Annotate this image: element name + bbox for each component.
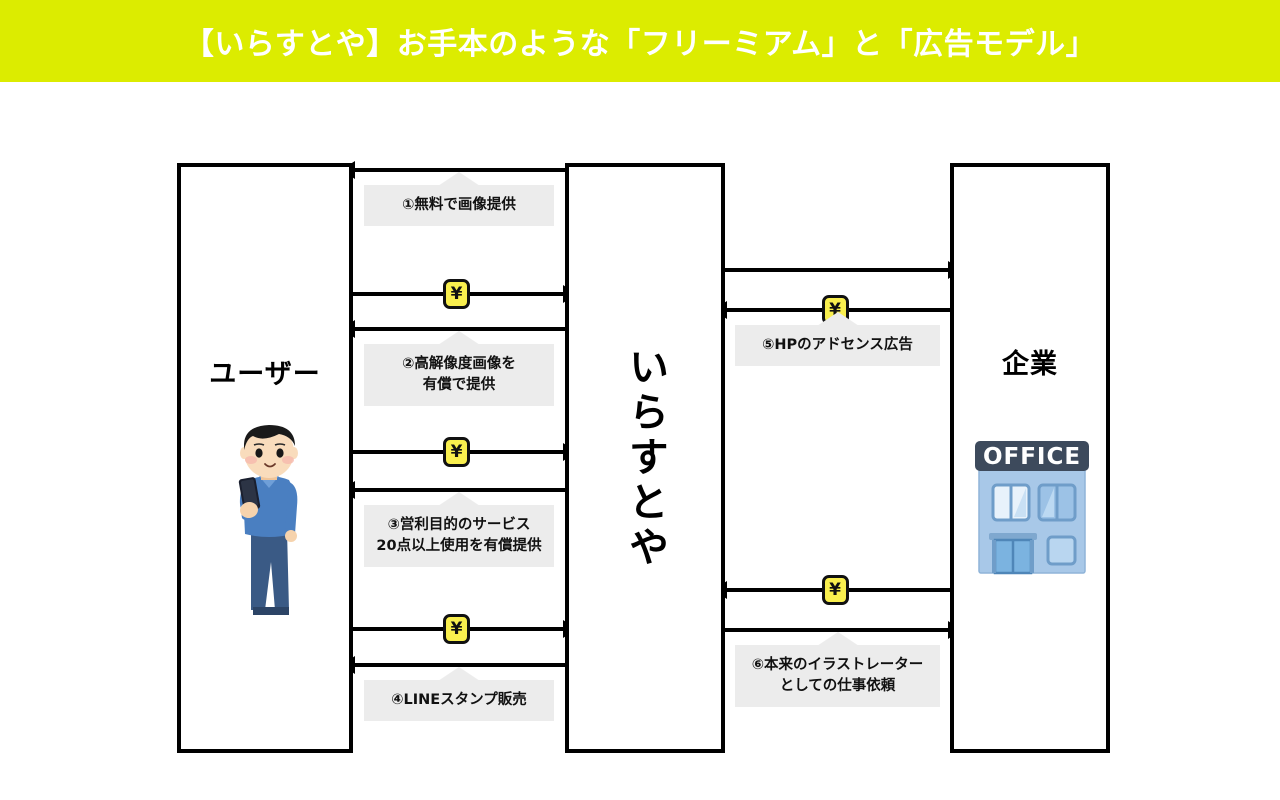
flow-callout-label: ④LINEスタンプ販売 <box>364 680 554 722</box>
actor-column-irasutoya[interactable]: いらすとや <box>565 163 725 753</box>
yen-badge-icon: ¥ <box>821 575 849 605</box>
flow-callout-label: ⑤HPのアドセンス広告 <box>735 325 940 367</box>
flow-callout-label: ⑥本来のイラストレーター としての仕事依頼 <box>735 645 940 708</box>
flow-diagram-stage: ①無料で画像提供 ¥ ②高解像度画像を 有償で提供 ¥ ③営利目的のサービス 20点以上… <box>0 82 1280 800</box>
callout-notch-icon <box>816 312 859 326</box>
callout-notch-icon <box>438 331 480 345</box>
yen-badge-icon: ¥ <box>443 437 470 467</box>
flow-callout-label: ③営利目的のサービス 20点以上使用を有償提供 <box>364 505 554 568</box>
flow-callout-l7: ④LINEスタンプ販売 <box>364 667 554 722</box>
actor-label-irasutoya: いらすとや <box>622 345 668 571</box>
callout-notch-icon <box>816 632 859 646</box>
callout-notch-icon <box>438 667 480 681</box>
flow-callout-r4: ⑥本来のイラストレーター としての仕事依頼 <box>735 632 940 708</box>
person-with-smartphone-icon <box>209 422 329 626</box>
yen-badge-icon: ¥ <box>443 279 470 309</box>
title-banner: 【いらすとや】お手本のような「フリーミアム」と「広告モデル」 <box>0 0 1280 82</box>
flow-callout-l5: ③営利目的のサービス 20点以上使用を有償提供 <box>364 492 554 568</box>
office-building-icon: OFFICE <box>973 437 1091 581</box>
flow-callout-l1: ①無料で画像提供 <box>364 172 554 227</box>
actor-column-company[interactable]: 企業 OFFICE <box>950 163 1110 753</box>
flow-callout-label: ②高解像度画像を 有償で提供 <box>364 344 554 407</box>
callout-notch-icon <box>438 172 480 186</box>
callout-notch-icon <box>438 492 480 506</box>
flow-callout-label: ①無料で画像提供 <box>364 185 554 227</box>
yen-badge-icon: ¥ <box>443 614 470 644</box>
actor-label-company: 企業 <box>1002 349 1058 380</box>
svg-text:OFFICE: OFFICE <box>983 444 1081 470</box>
flow-arrow-r1 <box>725 261 962 279</box>
page-title: 【いらすとや】お手本のような「フリーミアム」と「広告モデル」 <box>183 27 1097 62</box>
flow-callout-l3: ②高解像度画像を 有償で提供 <box>364 331 554 407</box>
flow-callout-r2: ⑤HPのアドセンス広告 <box>735 312 940 367</box>
actor-column-user[interactable]: ユーザー <box>177 163 353 753</box>
actor-label-user: ユーザー <box>209 359 321 390</box>
